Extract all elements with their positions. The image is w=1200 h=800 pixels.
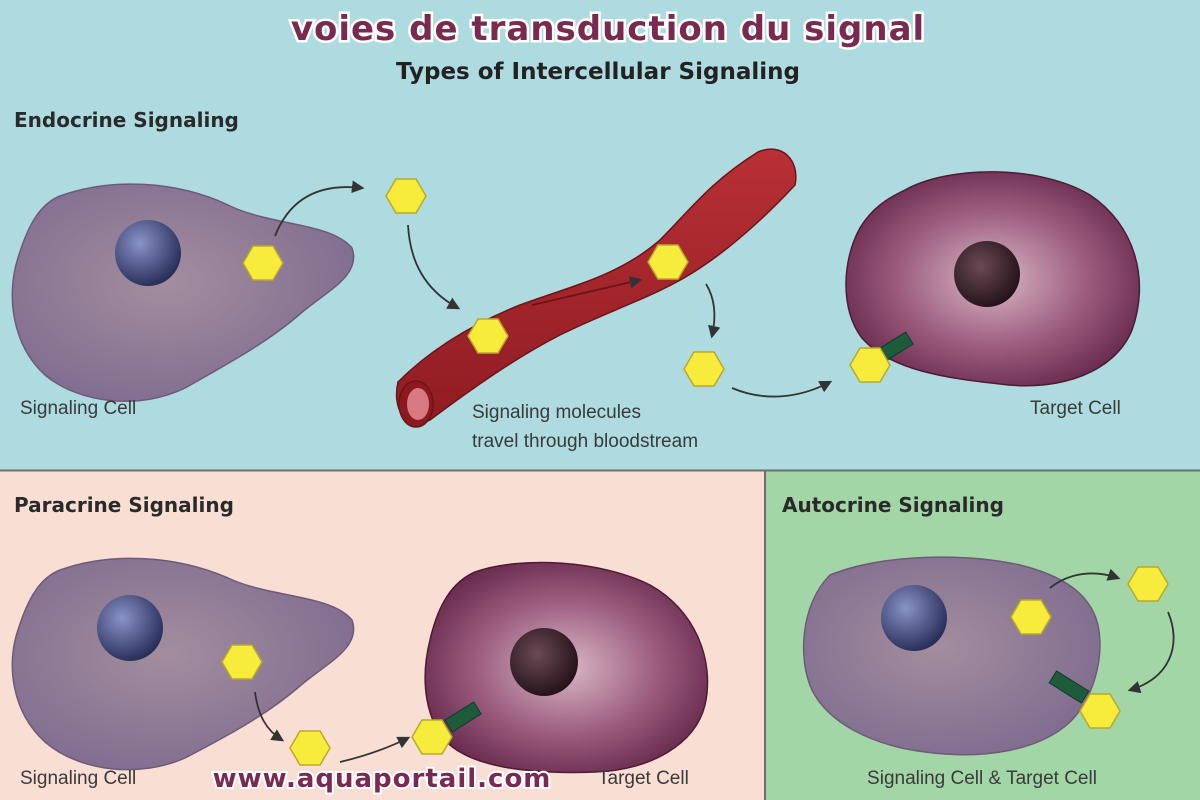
autocrine-cell-label: Signaling Cell & Target Cell: [867, 768, 1097, 789]
autocrine-receptor: [1048, 670, 1090, 704]
autocrine-heading: Autocrine Signaling: [782, 493, 1004, 517]
bloodstream-label-line-1: Signaling molecules: [472, 402, 641, 423]
endocrine-heading: Endocrine Signaling: [14, 108, 239, 132]
endocrine-signaling-nucleus: [115, 220, 181, 286]
paracrine-target-nucleus: [510, 628, 578, 696]
endocrine-signaling-cell-label: Signaling Cell: [20, 398, 136, 419]
paracrine-heading: Paracrine Signaling: [14, 493, 234, 517]
paracrine-arrow-release: [254, 691, 285, 742]
autocrine-arrow-release: [1049, 568, 1121, 589]
page-subtitle: Types of Intercellular Signaling: [396, 59, 800, 85]
endocrine-arrow-exit-vessel: [705, 283, 721, 339]
paracrine-signaling-cell-label: Signaling Cell: [20, 768, 136, 789]
watermark: www.aquaportail.com: [213, 764, 552, 794]
paracrine-target-cell-label: Target Cell: [598, 768, 689, 789]
blood-vessel-lumen: [407, 388, 429, 420]
paracrine-receptor: [444, 701, 482, 733]
page-title: voies de transduction du signal: [291, 9, 925, 49]
paracrine-signaling-nucleus: [97, 595, 163, 661]
vessel-flow-arrow: [531, 276, 643, 306]
endocrine-target-nucleus: [954, 241, 1020, 307]
autocrine-cell: [802, 556, 1101, 756]
endocrine-target-cell-label: Target Cell: [1030, 398, 1121, 419]
autocrine-nucleus: [881, 585, 947, 651]
autocrine-arrow-return: [1127, 611, 1175, 694]
endocrine-signaling-cell: [11, 183, 355, 402]
blood-vessel: [395, 148, 797, 424]
endocrine-arrow-to-target: [731, 380, 833, 398]
bloodstream-label-line-2: travel through bloodstream: [472, 431, 698, 452]
paracrine-signaling-cell: [11, 557, 355, 771]
endocrine-arrow-enter-vessel: [407, 224, 461, 310]
paracrine-arrow-to-target: [339, 736, 411, 763]
endocrine-arrow-release: [274, 180, 365, 237]
